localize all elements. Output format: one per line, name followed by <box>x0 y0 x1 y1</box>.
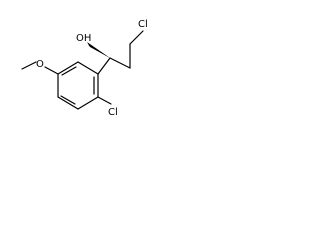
benzene-ring <box>57 61 99 110</box>
ring-to-stereocenter-bond <box>97 57 111 75</box>
ring-double-bond-2 <box>60 95 76 105</box>
ring-bond-4 <box>57 96 79 110</box>
methoxy-oxygen-label: O <box>36 59 44 70</box>
ring-double-bond-3 <box>61 66 77 76</box>
ring-bond-3 <box>77 96 99 110</box>
ring-chlorine-bond <box>97 96 112 105</box>
wedge-bond-fill <box>87 42 110 58</box>
ring-oxygen-bond <box>44 66 59 75</box>
chlorine-ring-label: Cl <box>108 107 118 118</box>
molecule-diagram: OH Cl Cl O <box>21 19 148 118</box>
ring-bond-6 <box>57 61 79 75</box>
ring-bond-1 <box>77 61 99 75</box>
chlorine-chain-label: Cl <box>138 19 148 30</box>
hydroxyl-label: OH <box>76 33 91 44</box>
chain-bond-3 <box>129 30 144 45</box>
chain-bond-1 <box>109 57 131 69</box>
oxygen-methyl-bond <box>21 61 37 70</box>
